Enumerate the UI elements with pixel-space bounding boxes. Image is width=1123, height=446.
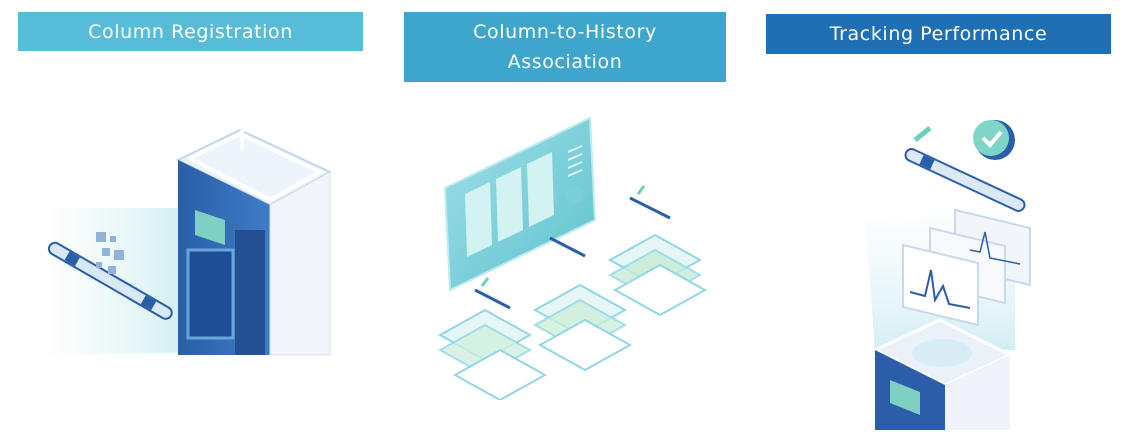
column-scanner-icon	[47, 128, 333, 356]
tracking-performance-banner: Tracking Performance	[766, 14, 1111, 54]
column-history-association-illustration	[430, 110, 720, 400]
column-registration-title: Column Registration	[88, 20, 293, 43]
tracking-performance-illustration	[845, 110, 1045, 430]
column-history-association-title-line1: Column-to-History	[473, 21, 657, 43]
performance-chromatogram-icon	[865, 120, 1031, 430]
data-association-screen-icon	[437, 116, 708, 400]
column-registration-illustration	[30, 110, 360, 370]
column-history-association-banner: Column-to-History Association	[404, 12, 726, 82]
column-registration-banner: Column Registration	[18, 12, 363, 51]
column-history-association-title-line2: Association	[507, 51, 623, 73]
tracking-performance-title: Tracking Performance	[829, 23, 1048, 45]
